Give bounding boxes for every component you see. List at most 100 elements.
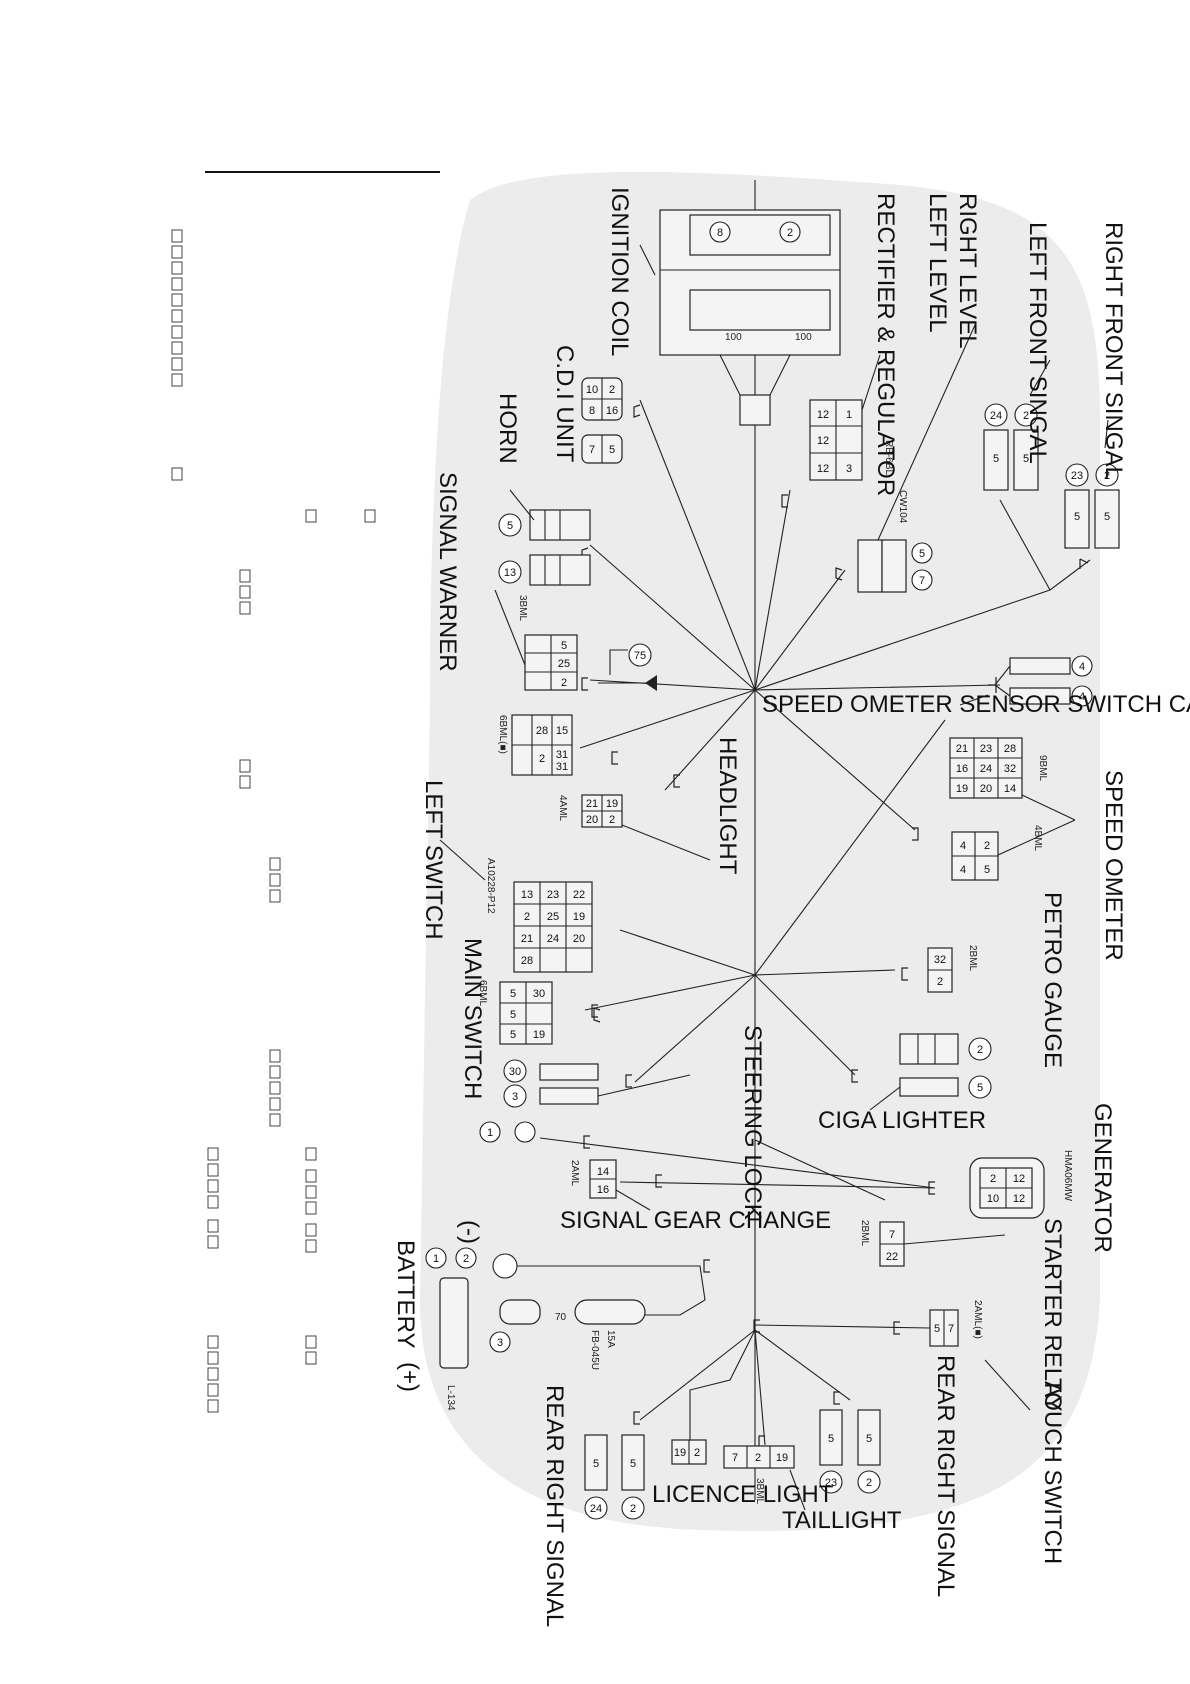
svg-text:SPEED OMETER: SPEED OMETER bbox=[1100, 770, 1127, 961]
svg-text:TOUCH SWITCH: TOUCH SWITCH bbox=[1039, 1378, 1066, 1564]
part-2aml: 2AML bbox=[569, 1160, 580, 1187]
svg-text:3: 3 bbox=[512, 1091, 518, 1103]
label-taillight: TAILLIGHT bbox=[782, 1507, 902, 1534]
label-battery: BATTERY bbox=[392, 1240, 419, 1348]
headlight-connector: 19 2 21 20 4AML bbox=[557, 794, 711, 861]
lower-hub-wires bbox=[515, 1137, 936, 1446]
svg-text:5: 5 bbox=[934, 1323, 940, 1335]
svg-text:14: 14 bbox=[597, 1166, 609, 1178]
svg-text:32: 32 bbox=[934, 954, 946, 966]
rear-signal-lower-connector: 5 5 24 2 bbox=[584, 1434, 645, 1520]
svg-text:19: 19 bbox=[573, 911, 585, 923]
part-4bml: 4BML bbox=[1032, 825, 1043, 852]
part-l134: L-134 bbox=[445, 1385, 456, 1411]
svg-text:2: 2 bbox=[937, 976, 943, 988]
svg-text:12: 12 bbox=[817, 409, 829, 421]
svg-text:5: 5 bbox=[993, 453, 999, 465]
cdi-connector: 2 16 10 8 5 7 bbox=[581, 377, 623, 464]
svg-text:75: 75 bbox=[634, 650, 646, 662]
part-fb045u: FB-045U bbox=[589, 1330, 600, 1370]
svg-text:4: 4 bbox=[960, 864, 966, 876]
svg-text:30: 30 bbox=[533, 988, 545, 1000]
svg-text:12: 12 bbox=[1013, 1193, 1025, 1205]
svg-text:LEFT SWITCH: LEFT SWITCH bbox=[420, 780, 447, 940]
label-rear-right-signal-lower: REAR RIGHT SIGNAL bbox=[541, 1385, 568, 1627]
svg-text:12: 12 bbox=[817, 435, 829, 447]
svg-text:2: 2 bbox=[755, 1452, 761, 1464]
svg-text:(-): (-) bbox=[456, 1220, 483, 1244]
label-signal-warner: SIGNAL WARNER bbox=[434, 472, 461, 672]
speedometer-sensor-connector: 4 4 bbox=[994, 655, 1093, 707]
svg-text:GENERATOR: GENERATOR bbox=[1089, 1103, 1116, 1253]
svg-text:31: 31 bbox=[556, 761, 568, 773]
svg-text:RIGHT LEVEL: RIGHT LEVEL bbox=[954, 193, 981, 349]
svg-text:(+): (+) bbox=[396, 1362, 423, 1392]
svg-text:28: 28 bbox=[1004, 743, 1016, 755]
touch-switch-connector: 5 7 2AML(■) bbox=[929, 1300, 1031, 1411]
svg-text:RIGHT FRONT SINGAL: RIGHT FRONT SINGAL bbox=[1100, 222, 1127, 480]
svg-text:PETRO GAUGE: PETRO GAUGE bbox=[1039, 892, 1066, 1068]
label-left-level: LEFT LEVEL bbox=[924, 193, 951, 333]
svg-text:LEFT LEVEL: LEFT LEVEL bbox=[924, 193, 951, 333]
part-6bml-main: 6BML bbox=[477, 980, 488, 1007]
label-ciga-lighter: CIGA LIGHTER bbox=[818, 1107, 986, 1134]
part-rb6bl: RB-6BL bbox=[883, 440, 894, 475]
svg-text:5: 5 bbox=[593, 1458, 599, 1470]
svg-text:7: 7 bbox=[732, 1452, 738, 1464]
svg-text:5: 5 bbox=[1074, 511, 1080, 523]
part-6bml: 6BML(■) bbox=[497, 715, 508, 754]
label-headlight: HEADLIGHT bbox=[714, 737, 741, 875]
svg-text:5: 5 bbox=[510, 1009, 516, 1021]
plug-markers bbox=[581, 404, 1089, 1449]
svg-text:19: 19 bbox=[674, 1447, 686, 1459]
svg-text:7: 7 bbox=[948, 1323, 954, 1335]
svg-text:7: 7 bbox=[919, 575, 925, 587]
label-leaders bbox=[439, 244, 1109, 881]
svg-text:2: 2 bbox=[866, 1477, 872, 1489]
label-steering-lock: STEERING LOCK bbox=[739, 1025, 766, 1220]
svg-text:2: 2 bbox=[524, 911, 530, 923]
svg-text:1: 1 bbox=[433, 1253, 439, 1265]
svg-text:4: 4 bbox=[960, 840, 966, 852]
svg-text:8: 8 bbox=[589, 405, 595, 417]
svg-text:5: 5 bbox=[510, 988, 516, 1000]
svg-text:7: 7 bbox=[589, 444, 595, 456]
label-cdi-unit: C.D.I UNIT bbox=[551, 345, 578, 463]
coil-pin-top: 2 bbox=[787, 227, 793, 239]
svg-text:28: 28 bbox=[536, 725, 548, 737]
svg-text:20: 20 bbox=[573, 933, 585, 945]
battery-assembly: 1 2 3 70 15A FB-045U L-134 bbox=[425, 1247, 646, 1411]
svg-text:SIGNAL WARNER: SIGNAL WARNER bbox=[434, 472, 461, 672]
svg-text:22: 22 bbox=[886, 1251, 898, 1263]
starter-relay-connector: 7 22 2BML bbox=[859, 1220, 1006, 1267]
svg-text:20: 20 bbox=[586, 814, 598, 826]
component-labels: RIGHT FRONT SINGAL LEFT FRONT SINGAL RIG… bbox=[392, 187, 1190, 1627]
svg-text:5: 5 bbox=[977, 1082, 983, 1094]
svg-text:16: 16 bbox=[606, 405, 618, 417]
svg-text:22: 22 bbox=[573, 889, 585, 901]
svg-text:24: 24 bbox=[547, 933, 559, 945]
rectifier-connector: 1 3 12 12 12 RB-6BL bbox=[809, 399, 894, 481]
svg-text:13: 13 bbox=[521, 889, 533, 901]
label-main-switch: MAIN SWITCH bbox=[459, 938, 486, 1099]
part-2bml-starter: 2BML bbox=[859, 1220, 870, 1247]
svg-text:21: 21 bbox=[956, 743, 968, 755]
svg-text:5: 5 bbox=[609, 444, 615, 456]
svg-text:24: 24 bbox=[990, 410, 1002, 422]
coil-wire-label-1: 100 bbox=[795, 332, 812, 343]
svg-text:IGNITION COIL: IGNITION COIL bbox=[606, 187, 633, 356]
label-starter-relay: STARTER RELAY bbox=[1039, 1218, 1066, 1411]
svg-text:2: 2 bbox=[990, 1173, 996, 1185]
label-right-level: RIGHT LEVEL bbox=[954, 193, 981, 349]
label-battery-pos: (+) bbox=[396, 1362, 423, 1392]
svg-text:3: 3 bbox=[497, 1337, 503, 1349]
svg-text:2: 2 bbox=[977, 1044, 983, 1056]
svg-text:1: 1 bbox=[846, 409, 852, 421]
svg-text:14: 14 bbox=[1004, 783, 1016, 795]
svg-text:2: 2 bbox=[609, 814, 615, 826]
part-3bml: 3BML bbox=[517, 595, 528, 622]
label-speedometer: SPEED OMETER bbox=[1100, 770, 1127, 961]
svg-text:25: 25 bbox=[547, 911, 559, 923]
svg-text:2: 2 bbox=[1023, 410, 1029, 422]
